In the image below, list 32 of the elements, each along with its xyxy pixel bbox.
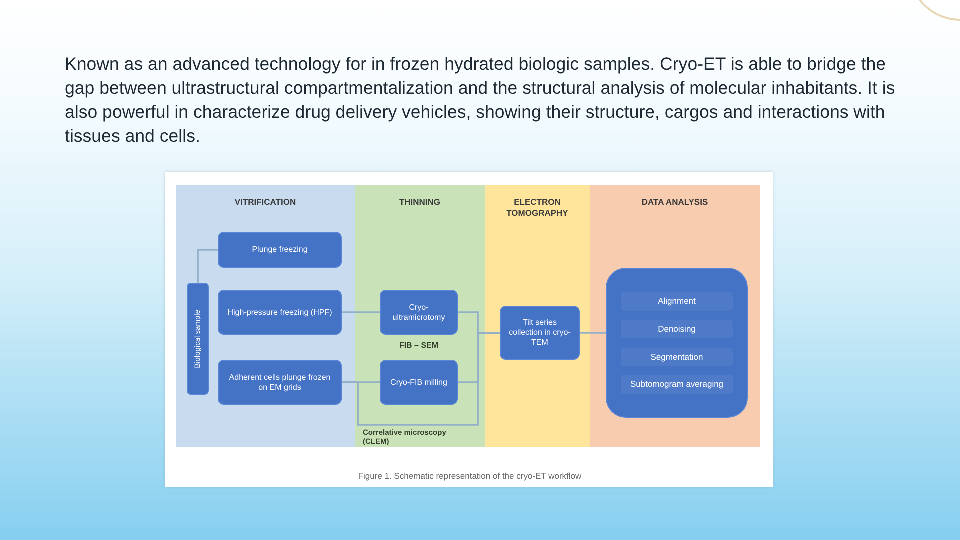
body-paragraph: Known as an advanced technology for in frozen hydrated biologic samples. Cryo-ET is able to bridge the gap between ultrastructural compartmentalization and the structural analysis of molecular inhabitants. It is also powerful in characterize drug delivery vehicles, showing their structure, cargos and interactions with tissues and cells. (65, 53, 896, 148)
process-box (380, 290, 458, 335)
box-label: High-pressure freezing (HPF) (228, 308, 332, 318)
box-label: Cryo-ultramicrotomy (392, 302, 446, 322)
analysis-panel (606, 268, 748, 418)
stage-band (355, 185, 485, 447)
column-heading: THINNING (398, 197, 442, 208)
process-box (218, 360, 342, 405)
connector-line (197, 249, 218, 283)
connector-line (580, 332, 606, 334)
column-heading: VITRIFICATION (234, 197, 298, 208)
box-label: Plunge freezing (252, 245, 308, 255)
column-heading: ELECTRON TOMOGRAPHY (506, 197, 570, 220)
diagram-note: FIB – SEM (398, 341, 440, 351)
figure-caption: Figure 1. Schematic representation of the cryo-ET workflow (357, 471, 583, 481)
step-label: Segmentation (621, 348, 733, 366)
process-box (218, 232, 342, 268)
step-label: Alignment (621, 292, 733, 311)
process-box (218, 290, 342, 335)
stage-band (176, 185, 355, 447)
box-label: Cryo-FIB milling (390, 378, 448, 388)
step-label: Denoising (621, 320, 733, 338)
connector-line (342, 312, 380, 314)
box-label: Tilt series collection in cryo-TEM (508, 318, 572, 348)
sample-bar (187, 283, 209, 395)
process-box (500, 306, 580, 360)
step-label: Subtomogram averaging (621, 375, 733, 394)
process-box (380, 360, 458, 405)
stage-band (485, 185, 590, 447)
stage-band (590, 185, 760, 447)
box-label: Adherent cells plunge frozen on EM grids (228, 372, 332, 392)
column-heading: DATA ANALYSIS (640, 197, 710, 208)
